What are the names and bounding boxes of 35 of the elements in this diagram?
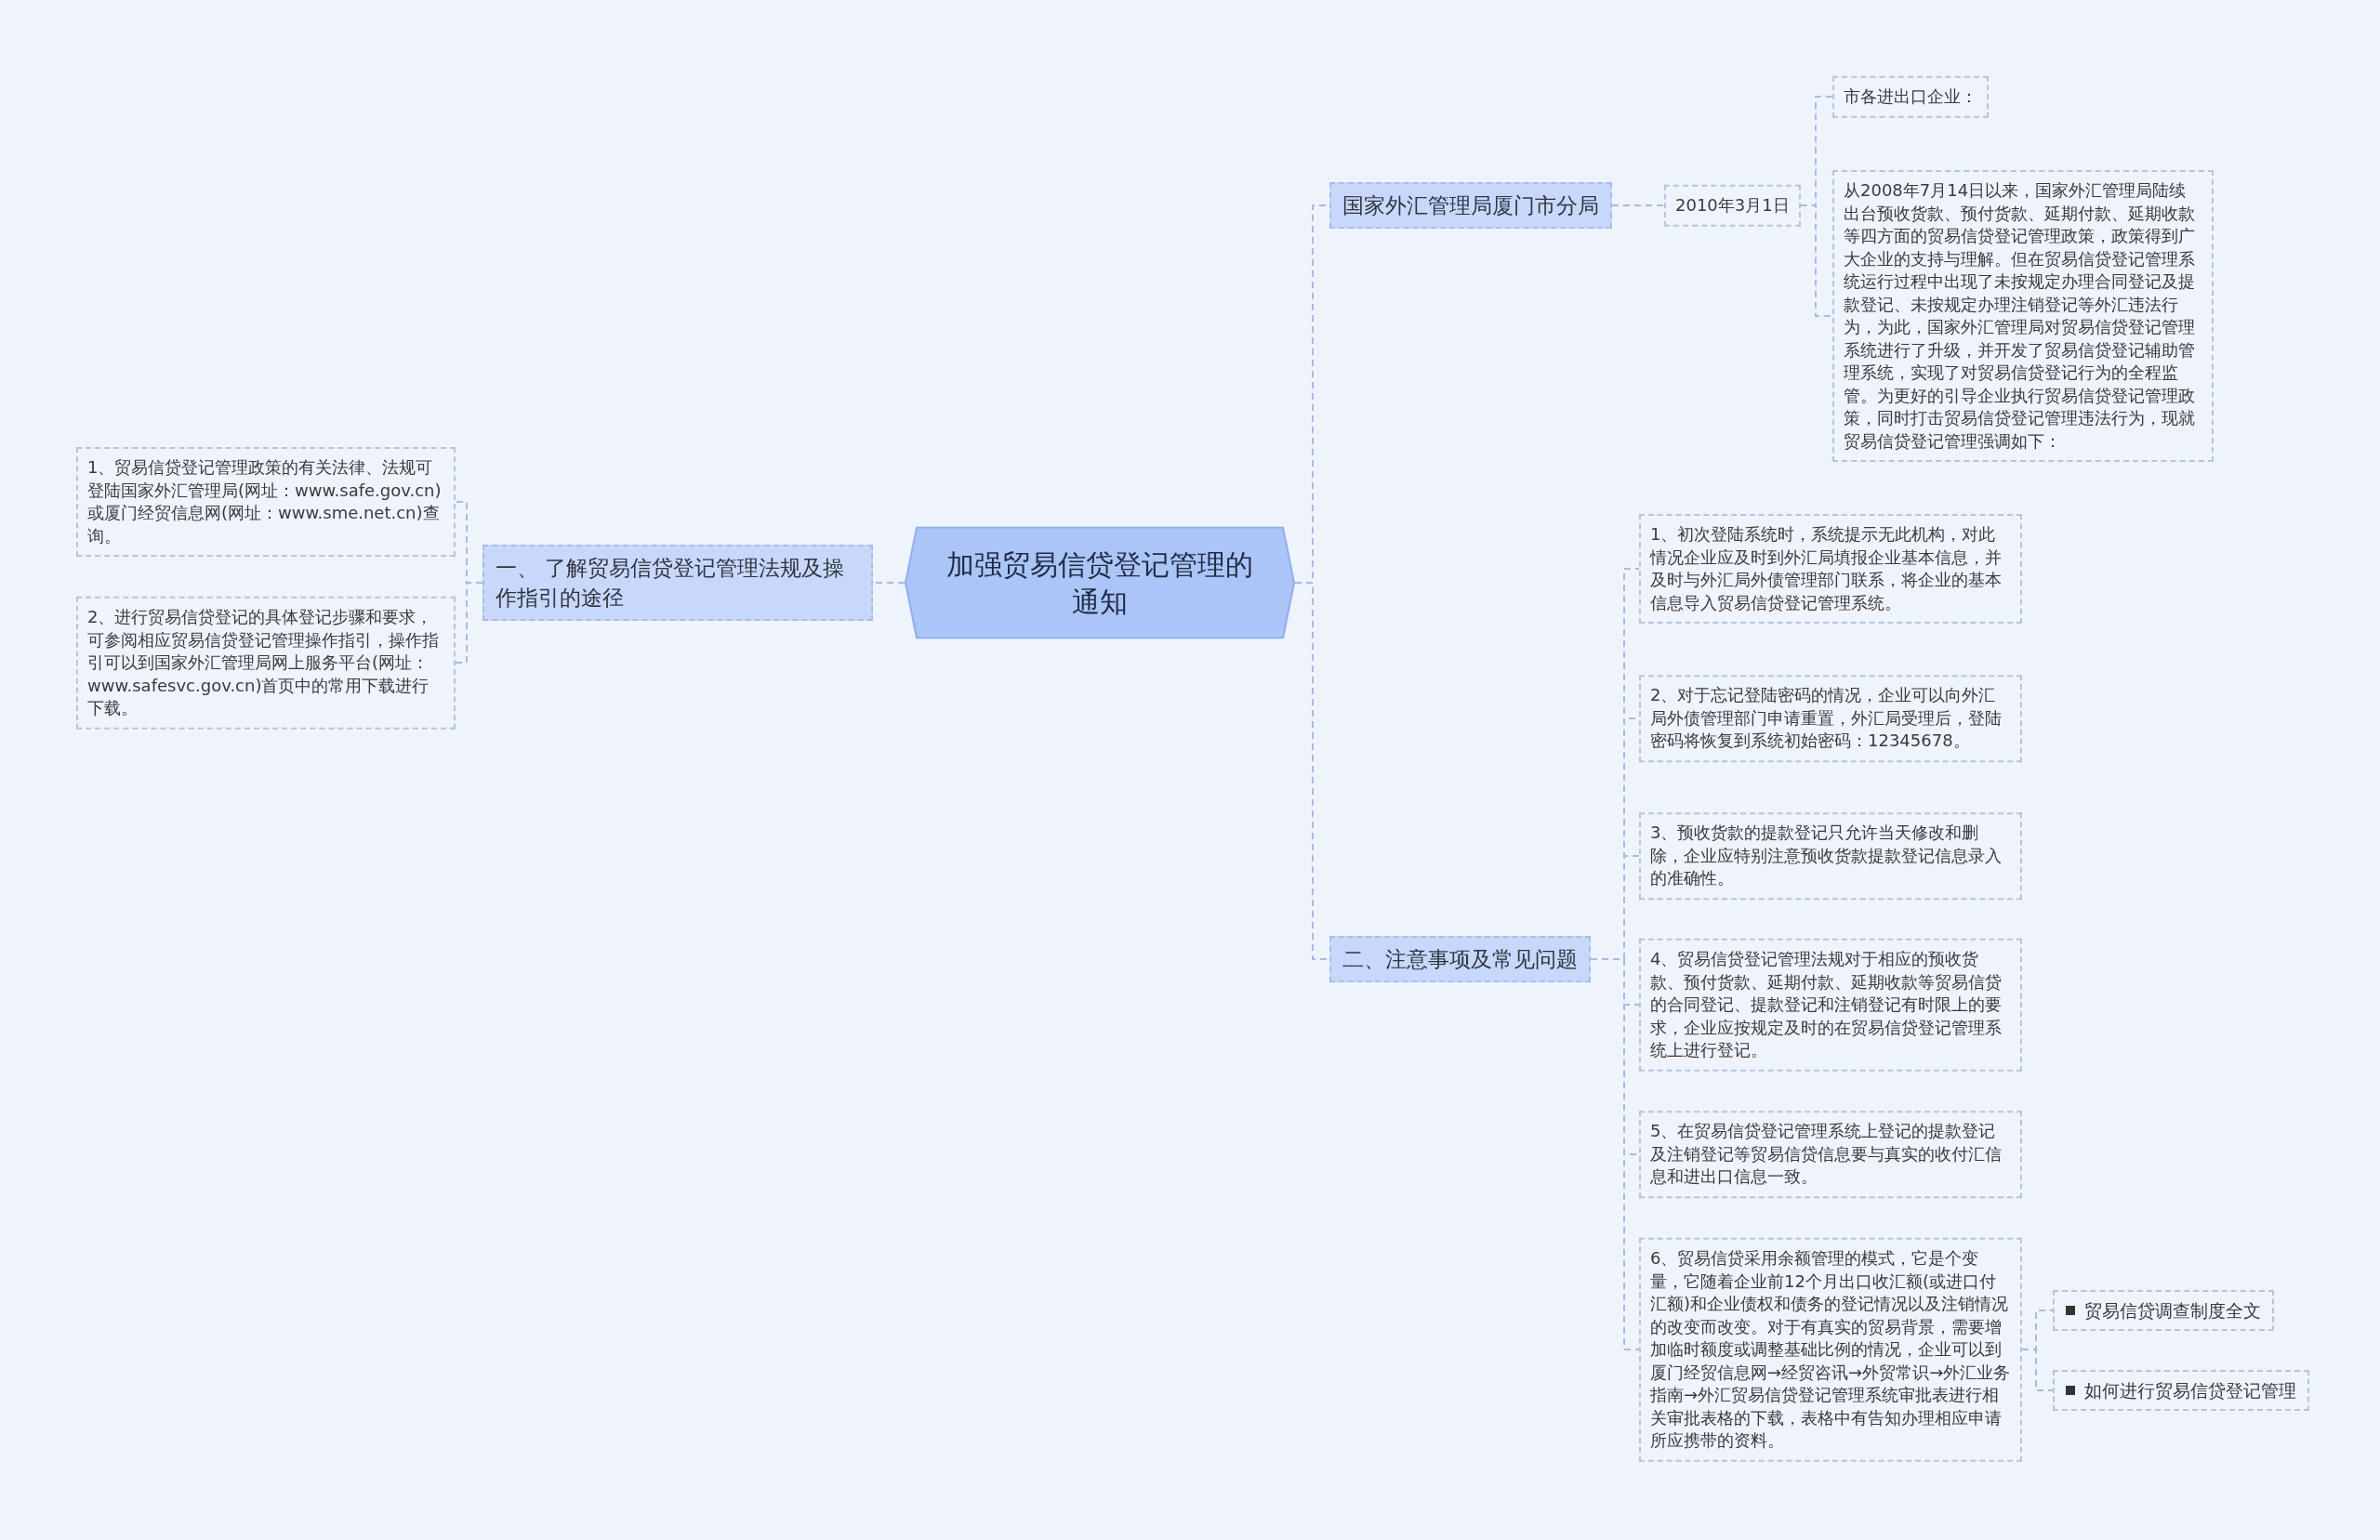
branch-topic-card bbox=[1329, 936, 1591, 982]
note-text: 2、进行贸易信贷登记的具体登记步骤和要求，可参阅相应贸易信贷登记管理操作指引，操作指引可以到国家外汇管理局网上服务平台(网址：www.safesvc.gov.cn)首页中的常用下载进行下载。 bbox=[87, 605, 440, 719]
note-text: 2010年3月1日 bbox=[1675, 193, 1790, 217]
link-card bbox=[2053, 1370, 2309, 1411]
link-card bbox=[2053, 1290, 2274, 1331]
note-text: 3、预收货款的提款登记只允许当天修改和删除，企业应特别注意预收货款提款登记信息录入的准确性。 bbox=[1650, 822, 2003, 890]
note-card bbox=[1639, 938, 2022, 1072]
note-card bbox=[1639, 514, 2022, 624]
note-card bbox=[76, 447, 456, 557]
link-text: 如何进行贸易信贷登记管理 bbox=[2084, 1379, 2296, 1402]
note-text: 1、初次登陆系统时，系统提示无此机构，对此情况企业应及时到外汇局填报企业基本信息，并及时与外汇局外债管理部门联系，将企业的基本信息导入贸易信贷登记管理系统。 bbox=[1650, 523, 2003, 614]
connector-line bbox=[1799, 204, 1833, 317]
note-text: 6、贸易信贷采用余额管理的模式，它是个变量，它随着企业前12个月出口收汇额(或进口付汇额)和企业债权和债务的登记情况以及注销情况的改变而改变。对于有真实的贸易背景，需要增加临时额度或调整基础比例的情况，企业可以到厦门经贸信息网→经贸咨讯→外贸常识→外汇业务指南→外汇贸易信贷登记管理系统审批表进行相关审批表格的下载，表格中有告知办理相应申请所应携带的资料。 bbox=[1650, 1246, 2011, 1452]
note-card bbox=[1639, 1111, 2022, 1198]
branch-topic-text: 国家外汇管理局厦门市分局 bbox=[1342, 192, 1599, 219]
branch-topic-card bbox=[483, 545, 873, 621]
note-card bbox=[1639, 675, 2022, 762]
branch-topic-text: 一、 了解贸易信贷登记管理法规及操作指引的途径 bbox=[496, 555, 846, 612]
connector-line bbox=[2021, 1349, 2054, 1391]
branch-topic-text: 二、注意事项及常见问题 bbox=[1342, 946, 1578, 973]
note-text: 从2008年7月14日以来，国家外汇管理局陆续出台预收货款、预付货款、延期付款、延期收款等四方面的贸易信贷登记管理政策，政策得到广大企业的支持与理解。但在贸易信贷登记管理系统运行过程中出现了未按规定办理合同登记及提款登记、未按规定办理注销登记等外汇违法行为，为此，国家外汇管理局对贸易信贷登记管理系统进行了升级，并开发了贸易信贷登记辅助管理系统，实现了对贸易信贷登记行为的全程监管。为更好的引导企业执行贸易信贷登记管理政策，同时打击贸易信贷登记管理违法行为，现就贸易信贷登记管理强调如下： bbox=[1844, 179, 2196, 453]
central-topic-text: 加强贸易信贷登记管理的通知 bbox=[945, 546, 1254, 619]
note-card bbox=[1832, 75, 1989, 118]
link-text: 贸易信贷调查制度全文 bbox=[2084, 1299, 2261, 1323]
connector-line bbox=[1611, 204, 1665, 206]
note-text: 市各进出口企业： bbox=[1844, 85, 1977, 108]
note-text: 5、在贸易信贷登记管理系统上登记的提款登记及注销登记等贸易信贷信息要与真实的收付汇信息和进出口信息一致。 bbox=[1650, 1120, 2003, 1189]
note-text: 1、贸易信贷登记管理政策的有关法律、法规可登陆国家外汇管理局(网址：www.safe.gov.cn)或厦门经贸信息网(网址：www.sme.net.cn)查询。 bbox=[87, 456, 443, 547]
note-text: 2、对于忘记登陆密码的情况，企业可以向外汇局外债管理部门申请重置，外汇局受理后，登陆密码将恢复到系统初始密码：12345678。 bbox=[1650, 684, 2003, 753]
note-card bbox=[1639, 812, 2022, 900]
connector-line bbox=[455, 582, 483, 664]
note-card bbox=[1664, 184, 1801, 227]
note-card bbox=[76, 596, 456, 730]
note-text: 4、贸易信贷登记管理法规对于相应的预收货款、预付货款、延期付款、延期收款等贸易信贷的合同登记、提款登记和注销登记有时限上的要求，企业应按规定及时的在贸易信贷登记管理系统上进行登记。 bbox=[1650, 947, 2003, 1061]
branch-topic-card bbox=[1329, 182, 1612, 229]
